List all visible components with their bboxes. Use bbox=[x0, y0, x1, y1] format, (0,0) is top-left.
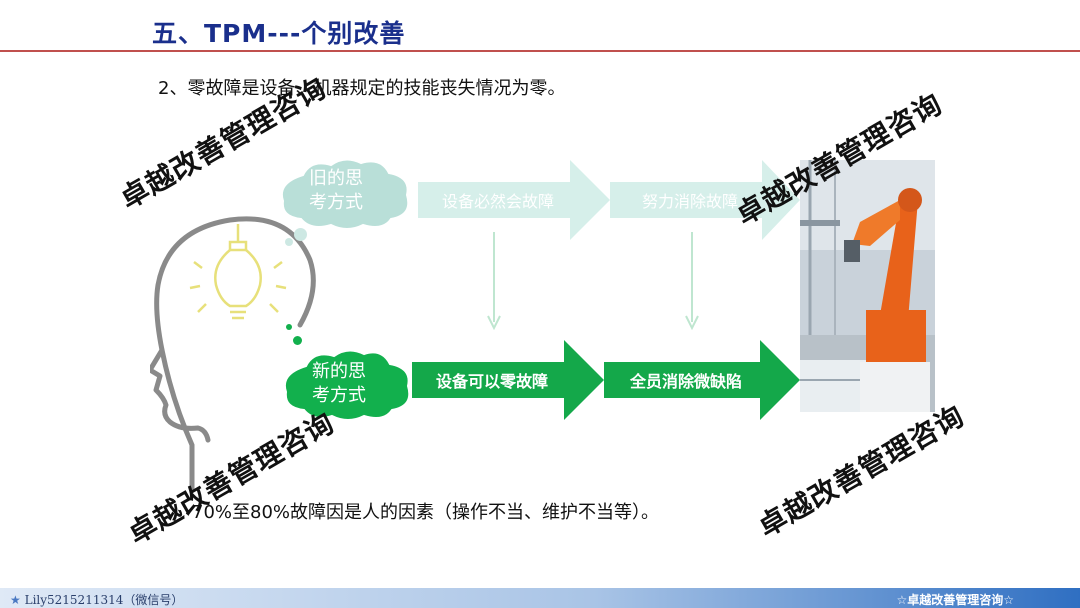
footer-brand: ☆卓越改善管理咨询☆ bbox=[896, 593, 1014, 607]
old-thinking-line2: 考方式 bbox=[309, 192, 363, 213]
head-lightbulb-illustration bbox=[150, 216, 316, 493]
old-thinking-line1: 旧的思 bbox=[309, 168, 363, 189]
industrial-robot-image bbox=[800, 160, 935, 412]
footer-wechat: Lily5215211314（微信号） bbox=[24, 593, 184, 607]
new-step-arrow-1: 设备可以零故障 bbox=[412, 340, 604, 420]
title-divider bbox=[0, 50, 1080, 52]
subtitle: 2、零故障是设备、机器规定的技能丧失情况为零。 bbox=[158, 78, 566, 99]
new-thinking-cloud: 新的思 考方式 bbox=[278, 346, 416, 422]
old-step-2-label: 努力消除故障 bbox=[641, 192, 738, 211]
footer-contact: ★ Lily5215211314（微信号） bbox=[10, 591, 183, 608]
star-icon: ★ bbox=[10, 593, 21, 607]
new-step-1-label: 设备可以零故障 bbox=[435, 372, 548, 391]
old-thinking-cloud: 旧的思 考方式 bbox=[275, 155, 415, 230]
new-step-arrow-2: 全员消除微缺陷 bbox=[604, 340, 800, 420]
thought-dot bbox=[293, 336, 302, 345]
slide-title: 五、TPM---个别改善 bbox=[152, 19, 406, 48]
new-thinking-line2: 考方式 bbox=[312, 385, 366, 406]
thought-dot bbox=[294, 228, 307, 241]
thought-dot bbox=[285, 238, 293, 246]
new-thinking-line1: 新的思 bbox=[312, 361, 366, 382]
old-step-1-label: 设备必然会故障 bbox=[441, 192, 554, 211]
thought-dot bbox=[286, 324, 292, 330]
footer-bar: ★ Lily5215211314（微信号） ☆卓越改善管理咨询☆ bbox=[0, 588, 1080, 608]
down-arrow-2 bbox=[685, 232, 699, 330]
footnote: 70%至80%故障因是人的因素（操作不当、维护不当等）。 bbox=[192, 502, 660, 523]
new-step-2-label: 全员消除微缺陷 bbox=[629, 372, 742, 391]
down-arrow-1 bbox=[487, 232, 501, 330]
old-step-arrow-2: 努力消除故障 bbox=[610, 160, 800, 240]
lightbulb-icon bbox=[189, 224, 287, 320]
old-step-arrow-1: 设备必然会故障 bbox=[418, 160, 610, 240]
